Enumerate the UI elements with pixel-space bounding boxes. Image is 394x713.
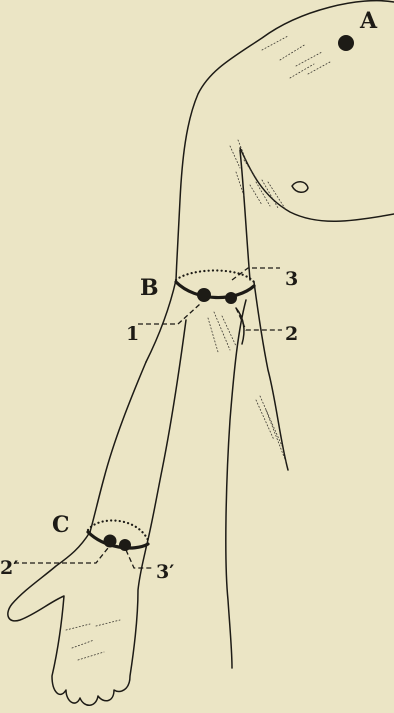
label-2: 2 [285,323,298,345]
shoulder-outline [176,1,394,280]
nipple [292,182,308,193]
point-2-prime-marker [104,535,117,548]
label-2-prime: 2′ [0,557,18,579]
point-a-marker [338,35,354,51]
leader-3-prime [126,550,154,568]
band-c-front [88,532,148,548]
label-1: 1 [126,323,139,345]
label-b: B [140,275,159,301]
chest-outline [240,148,394,221]
forearm-right [146,320,186,548]
label-c: C [52,512,70,538]
shoulder-shading [230,36,330,196]
label-3-prime: 3′ [156,561,174,583]
band-b-front [176,282,254,298]
leader-3 [232,268,280,280]
forearm-left [90,362,146,532]
label-3: 3 [285,268,298,290]
label-a: A [359,8,378,34]
leader-2-prime [14,548,108,563]
hand-outline [8,532,146,705]
palm-lines [66,620,120,660]
band-c-back [88,521,148,540]
torso-side-outline [240,150,250,280]
chest-shading [238,140,286,210]
elbow-shading [208,312,286,462]
point-3-prime-marker [119,539,131,551]
point-2-marker [225,292,237,304]
point-1-marker [197,288,211,302]
upper-arm-right [254,282,288,470]
elbow-crease [226,300,246,668]
